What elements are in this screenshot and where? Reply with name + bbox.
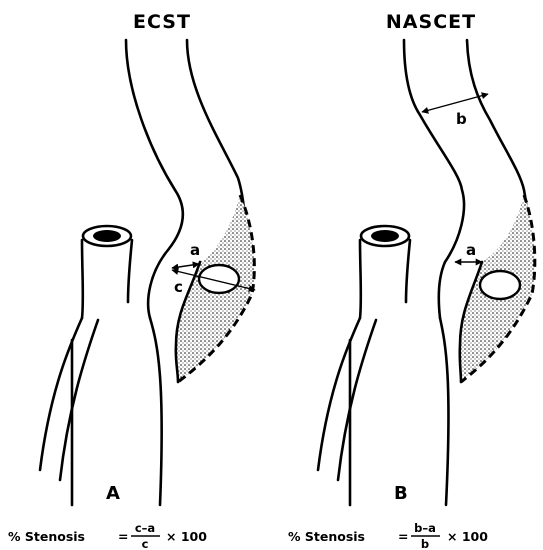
formula-ecst: % Stenosis = c–a c × 100 [8, 521, 207, 550]
formula-suffix-nascet: × 100 [447, 529, 488, 544]
formula-prefix-ecst: % Stenosis [8, 529, 85, 544]
panel-title-ecst: ECST [133, 11, 191, 33]
formula-nascet: % Stenosis = b–a b × 100 [288, 521, 488, 550]
panel-title-nascet: NASCET [386, 11, 476, 33]
formula-suffix-ecst: × 100 [166, 529, 207, 544]
panel-letter-b: B [394, 483, 408, 504]
formula-denominator-ecst: c [142, 537, 149, 550]
formula-denominator-nascet: b [421, 537, 429, 550]
label-a-nascet: a [466, 241, 476, 259]
formula-prefix-nascet: % Stenosis [288, 529, 365, 544]
label-a-ecst: a [190, 241, 200, 259]
formula-eq-ecst: = [118, 529, 128, 544]
formula-numerator-ecst: c–a [135, 521, 155, 535]
label-c-ecst: c [174, 278, 183, 296]
formula-numerator-nascet: b–a [414, 521, 436, 535]
formula-eq-nascet: = [398, 529, 408, 544]
carotid-vessel-b [318, 40, 535, 505]
carotid-vessel-a [40, 40, 255, 505]
panel-letter-a: A [106, 483, 120, 504]
panel-nascet: NASCET b a [288, 11, 535, 550]
panel-ecst: ECST a c [8, 11, 255, 550]
label-b-nascet: b [456, 110, 467, 128]
